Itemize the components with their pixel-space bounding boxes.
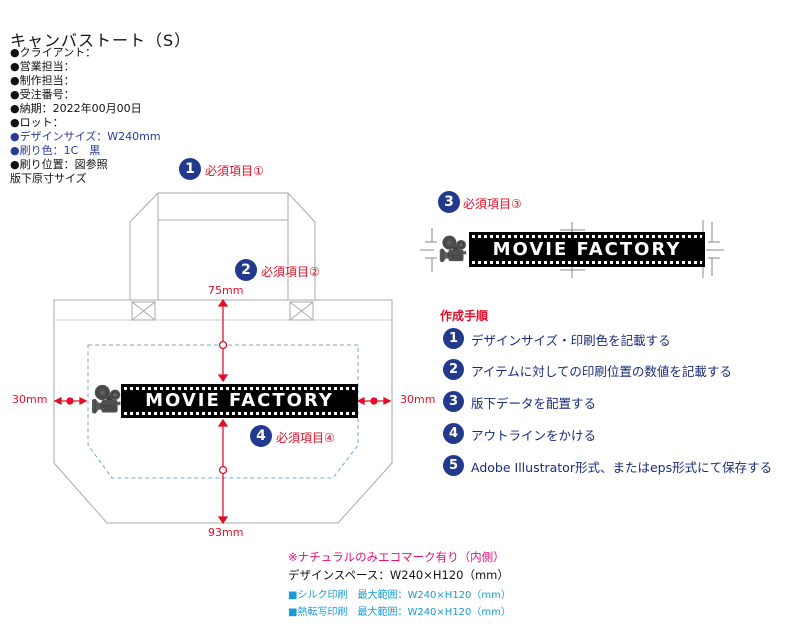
steps-title: 作成手順 (440, 309, 489, 323)
eco-note: ※ナチュラルのみエコマーク有り（内側） (288, 550, 505, 564)
required-badge-1: 1 (179, 158, 201, 180)
dimension-left: 30mm (12, 393, 48, 406)
step-3: 版下データを配置する (471, 396, 597, 411)
info-production: ●制作担当： (10, 74, 75, 87)
required-badge-4: 4 (250, 425, 272, 447)
step-badge-3: 3 (443, 391, 464, 412)
required-label-4: 必須項目④ (276, 431, 335, 445)
dimension-top: 75mm (208, 284, 244, 297)
step-badge-4: 4 (443, 423, 464, 444)
info-sales: ●営業担当： (10, 60, 75, 73)
info-lot: ●ロット： (10, 116, 64, 129)
crop-marks (420, 220, 724, 278)
dimension-bottom: 93mm (208, 526, 244, 539)
design-space-note: デザインスペース：W240×H120（mm） (288, 568, 509, 582)
step-badge-5: 5 (443, 455, 464, 476)
step-badge-2: 2 (443, 359, 464, 380)
artwork-logo: MOVIE FACTORY (469, 232, 705, 267)
design-area (87, 344, 359, 479)
required-label-2: 必須項目② (261, 265, 320, 279)
camera-icon: 🎥 (90, 385, 123, 415)
step-1: デザインサイズ・印刷色を記載する (471, 333, 671, 348)
info-artwork-size: 版下原寸サイズ (10, 172, 87, 185)
step-5: Adobe Illustrator形式、またはeps形式にて保存する (471, 460, 773, 475)
info-print-position: ●刷り位置：図参照 (10, 158, 108, 171)
step-badge-1: 1 (443, 328, 464, 349)
info-design-size: ●デザインサイズ：W240mm (10, 130, 161, 143)
required-badge-3: 3 (438, 191, 460, 213)
transfer-print-note: ■熱転写印刷 最大範囲：W240×H120（mm） (288, 607, 511, 618)
info-order-number: ●受注番号： (10, 88, 75, 101)
camera-icon: 🎥 (438, 235, 468, 263)
page-title: キャンバストート（S） (10, 31, 192, 50)
info-delivery: ●納期：2022年00月00日 (10, 102, 142, 115)
info-print-color: ●刷り色：1C 黒 (10, 144, 101, 157)
bag-logo: MOVIE FACTORY (121, 384, 358, 418)
step-2: アイテムに対しての印刷位置の数値を記載する (471, 364, 732, 379)
info-client: ●クライアント： (10, 46, 97, 59)
step-4: アウトラインをかける (471, 428, 597, 443)
silk-print-note: ■シルク印刷 最大範囲：W240×H120（mm） (288, 590, 511, 601)
required-label-3: 必須項目③ (463, 197, 522, 211)
required-badge-2: 2 (235, 259, 257, 281)
required-label-1: 必須項目① (205, 164, 264, 178)
dimension-right: 30mm (400, 393, 436, 406)
